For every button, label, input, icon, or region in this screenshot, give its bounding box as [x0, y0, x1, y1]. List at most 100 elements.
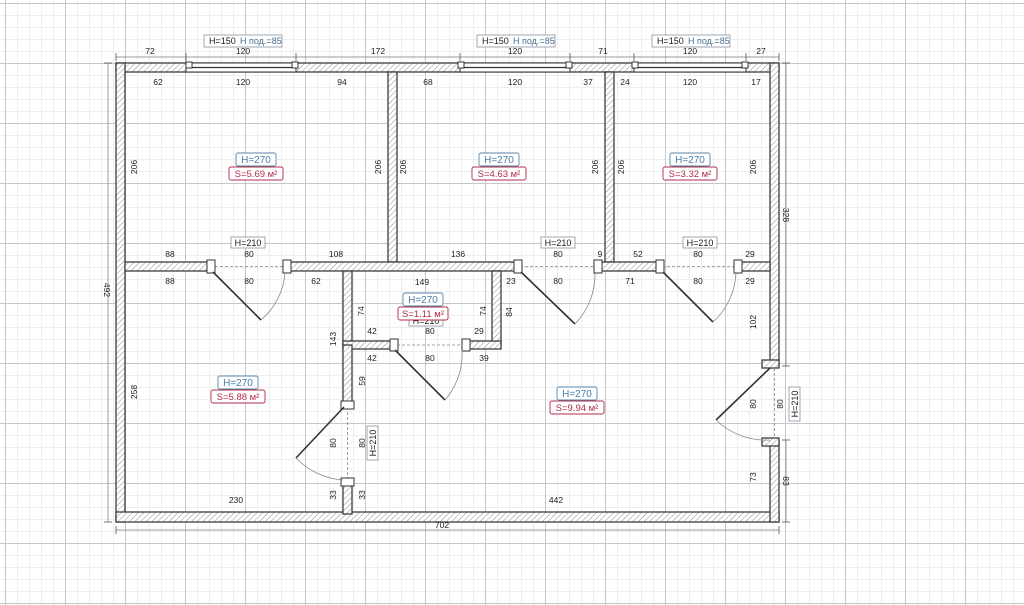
door-2 [513, 259, 603, 325]
r2-bottom-c: 9 [598, 249, 603, 259]
window-sill-label: Н под.=85 [688, 36, 730, 46]
corridor-door-b: 80 [425, 353, 435, 363]
room-height: H=270 [484, 155, 514, 166]
door-3 [655, 259, 743, 323]
outer-dimension-text: 72 120 172 120 71 120 27 702 492 328 83 [102, 46, 791, 530]
room-height: H=270 [408, 295, 438, 306]
window-height-label: H=150 [209, 36, 236, 46]
partition-top-2 [604, 71, 615, 263]
big-room-right-upper: 102 [748, 315, 758, 329]
room-label-bottom-left: H=270 S=5.88 м² [210, 375, 266, 404]
dim-top-7: 27 [756, 46, 766, 56]
door-tag-2: H=210 [540, 236, 576, 249]
window-height-label: H=150 [657, 36, 684, 46]
big-room-bottom-left: 33 [357, 490, 367, 500]
r3-bottom-a: 52 [633, 249, 643, 259]
left-room-bottom: 230 [229, 495, 243, 505]
left-room-door-width: 80 [328, 438, 338, 448]
small-room-right-wall [491, 270, 502, 346]
small-room-bottom-a: 42 [367, 326, 377, 336]
dim-left-total: 492 [102, 283, 112, 297]
window-sill-label: Н под.=85 [240, 36, 282, 46]
outer-dimension-lines [104, 53, 790, 534]
room-labels: H=270 S=5.69 м² H=270 S=4.63 м² H=270 S=… [210, 152, 718, 415]
window-tag-1: H=150 Н под.=85 [203, 34, 283, 48]
room-height: H=270 [675, 155, 705, 166]
walls [115, 62, 780, 523]
door-left-room-height: H=210 [368, 430, 378, 457]
left-room-top-a: 88 [165, 276, 175, 286]
entry-jamb-top [761, 359, 780, 369]
r2-top-c: 37 [583, 77, 593, 87]
dim-top-4: 120 [508, 46, 522, 56]
r1-left: 206 [129, 160, 139, 174]
big-room-top-b: 80 [553, 276, 563, 286]
big-room-bottom: 442 [549, 495, 563, 505]
r1-bottom-c: 108 [329, 249, 343, 259]
r3-bottom-b: 80 [693, 249, 703, 259]
big-room-top-a: 23 [506, 276, 516, 286]
room-label-bottom-right: H=270 S=9.94 м² [549, 386, 605, 415]
window-height-label: H=150 [482, 36, 509, 46]
left-room-wall-upper [342, 344, 353, 408]
big-room-left-mid: 80 [357, 438, 367, 448]
door-tag-left-room: H=210 [366, 425, 379, 461]
door-tags: H=210 H=210 H=210 H=210 H=210 H=210 [230, 236, 801, 461]
r3-bottom-c: 29 [745, 249, 755, 259]
door-small-room [389, 338, 471, 401]
small-room-right: 74 [478, 306, 488, 316]
small-room-outer: 84 [504, 307, 514, 317]
small-room-bottom-b: 80 [425, 326, 435, 336]
r1-bottom-a: 88 [165, 249, 175, 259]
r3-left: 206 [616, 160, 626, 174]
r3-top-b: 120 [683, 77, 697, 87]
dim-right-upper: 328 [781, 208, 791, 222]
hwall-seg-3 [596, 261, 659, 272]
big-room-top-e: 29 [745, 276, 755, 286]
left-room-left: 258 [129, 385, 139, 399]
door-entry [715, 367, 775, 441]
r1-top-c: 94 [337, 77, 347, 87]
room-area: S=1.11 м² [402, 309, 444, 320]
r2-left: 206 [398, 160, 408, 174]
room-height: H=270 [241, 155, 271, 166]
r3-top-c: 17 [751, 77, 761, 87]
room-area: S=9.94 м² [556, 403, 599, 414]
small-room-bottom-c: 29 [474, 326, 484, 336]
room-area: S=4.63 м² [478, 169, 521, 180]
window-3 [631, 61, 749, 73]
door-1-height: H=210 [235, 238, 262, 248]
r2-bottom-a: 136 [451, 249, 465, 259]
hwall-seg-1 [124, 261, 212, 272]
small-room-left: 74 [356, 306, 366, 316]
room-label-top-middle: H=270 S=4.63 м² [471, 152, 527, 181]
left-room-top-b: 80 [244, 276, 254, 286]
entry-jamb-bottom [761, 437, 780, 447]
inner-dimensions: 62 120 94 206 206 88 80 108 68 120 37 20… [129, 77, 785, 505]
dim-top-3: 172 [371, 46, 385, 56]
r2-top-b: 120 [508, 77, 522, 87]
r1-right: 206 [373, 160, 383, 174]
dim-top-1: 72 [145, 46, 155, 56]
hwall-seg-2 [286, 261, 517, 272]
door-tag-1: H=210 [230, 236, 266, 249]
corridor-door-a: 42 [367, 353, 377, 363]
window-2 [457, 61, 573, 73]
door-1 [206, 259, 292, 321]
entry-door-outer-width: 80 [775, 399, 785, 409]
r1-bottom-b: 80 [244, 249, 254, 259]
room-label-small-center: H=270 S=1.11 м² [397, 292, 449, 321]
room-area: S=3.32 м² [669, 169, 712, 180]
door-3-height: H=210 [687, 238, 714, 248]
hwall-seg-4 [737, 261, 771, 272]
r3-top-a: 24 [620, 77, 630, 87]
door-small-room-height: H=210 [413, 316, 440, 326]
r2-bottom-b: 80 [553, 249, 563, 259]
r1-top-a: 62 [153, 77, 163, 87]
room-height: H=270 [223, 378, 253, 389]
room-height: H=270 [562, 389, 592, 400]
outer-wall-right-upper [769, 62, 780, 367]
small-room-left-wall [342, 270, 353, 346]
door-left-room [295, 400, 355, 487]
